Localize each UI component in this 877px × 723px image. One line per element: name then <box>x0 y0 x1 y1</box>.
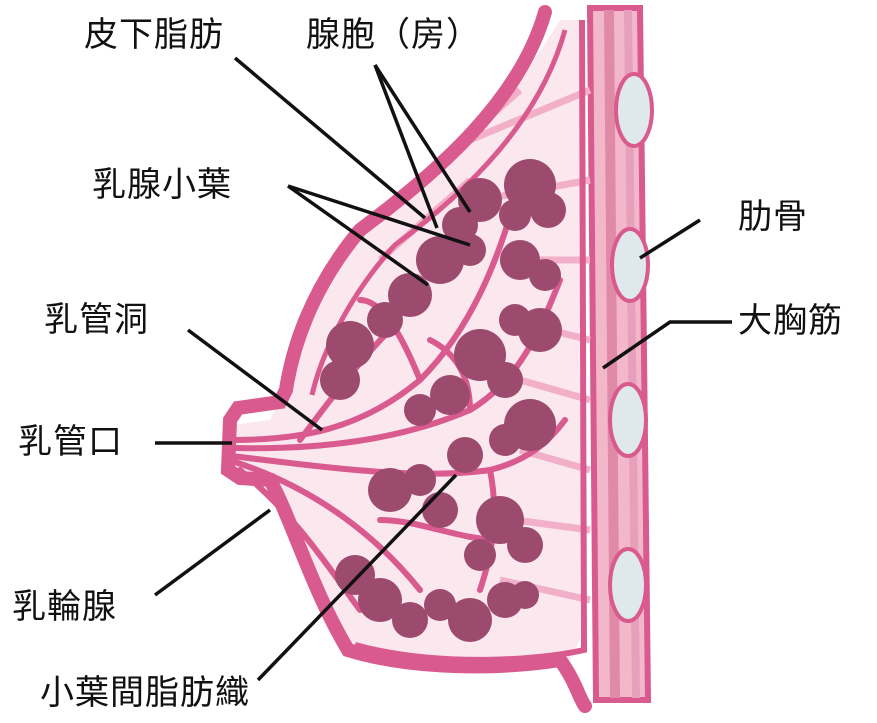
rib-cross-section <box>610 384 646 456</box>
leader-subcutaneous-fat <box>235 58 425 218</box>
label-pectoralis-major: 大胸筋 <box>738 304 843 338</box>
label-areolar-gland: 乳輪腺 <box>12 590 117 624</box>
label-lobule: 乳腺小葉 <box>92 168 232 202</box>
rib-cross-section <box>610 549 646 621</box>
label-alveolus: 腺胞（房） <box>306 18 481 52</box>
rib-cross-section <box>612 229 648 301</box>
label-interlobular-fat: 小葉間脂肪織 <box>40 676 250 710</box>
rib-cross-section <box>616 74 652 146</box>
label-rib: 肋骨 <box>738 200 808 234</box>
leader-rib <box>640 220 700 258</box>
label-duct-opening: 乳管口 <box>18 425 123 459</box>
label-ampulla: 乳管洞 <box>44 303 149 337</box>
label-subcutaneous-fat: 皮下脂肪 <box>84 18 224 52</box>
leader-areolar-gland <box>155 510 270 595</box>
